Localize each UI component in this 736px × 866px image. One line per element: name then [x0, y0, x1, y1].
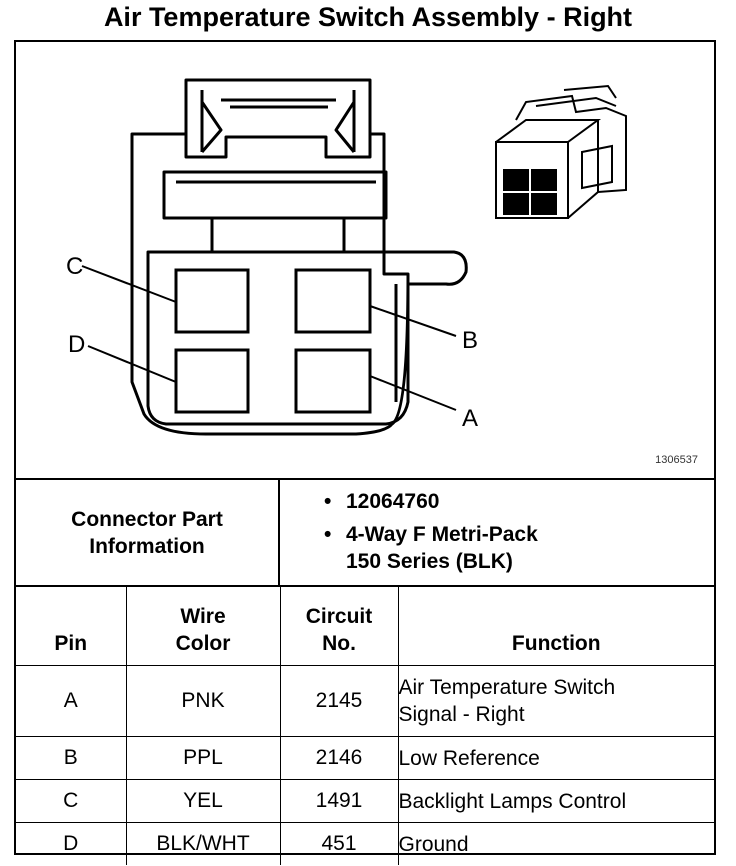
connector-figure: C D B A 1306537	[16, 42, 714, 476]
pin-table: Pin Wire Color Circuit No. Function A PN…	[16, 587, 714, 865]
function-cell: Air Temperature Switch Signal - Right	[397, 665, 714, 737]
connector-drawing: C D B A	[66, 78, 627, 436]
leader-a	[369, 375, 457, 411]
cavity-a	[294, 348, 372, 414]
circuit-cell: 2146	[279, 736, 399, 780]
figure-code: 1306537	[655, 454, 698, 466]
callout-c: C	[66, 253, 83, 280]
pin-cell: C	[16, 779, 127, 823]
header-function: Function	[397, 587, 714, 666]
connector-info-label-text: Connector Part Information	[71, 507, 223, 558]
wire-color-cell: PPL	[125, 736, 281, 780]
function-line: Signal - Right	[398, 703, 525, 726]
info-item: • 4-Way F Metri-Pack 150 Series (BLK)	[316, 521, 538, 575]
circuit-cell: 2145	[279, 665, 399, 737]
pin-cell: A	[16, 665, 127, 737]
callout-d: D	[68, 331, 85, 358]
cavity-c	[174, 268, 250, 334]
table-row: B PPL 2146 Low Reference	[16, 736, 714, 780]
connector-info-list: • 12064760 • 4-Way F Metri-Pack 150 Seri…	[316, 488, 538, 575]
header-circuit-no: Circuit No.	[279, 587, 399, 666]
page-title: Air Temperature Switch Assembly - Right	[103, 2, 633, 32]
connector-type: 4-Way F Metri-Pack	[346, 523, 538, 546]
circuit-cell: 1491	[279, 779, 399, 823]
connector-series: 150 Series (BLK)	[346, 550, 513, 573]
info-item: • 12064760	[316, 488, 538, 515]
leader-c	[81, 265, 177, 303]
cavity-d	[174, 348, 250, 414]
function-cell: Low Reference	[397, 736, 714, 780]
diagram-frame: C D B A 1306537 Connec	[14, 40, 716, 865]
table-row: A PNK 2145 Air Temperature Switch Signal…	[16, 665, 714, 737]
header-pin: Pin	[16, 587, 127, 666]
connector-iso-view	[495, 84, 627, 219]
connector-part-information: Connector Part Information • 12064760 • …	[16, 478, 714, 587]
bullet: •	[324, 490, 332, 513]
connector-info-label: Connector Part Information	[16, 480, 280, 585]
connector-latch	[184, 80, 372, 159]
leader-d	[87, 345, 177, 383]
part-number: 12064760	[346, 490, 440, 513]
bullet: •	[324, 523, 332, 546]
leader-b	[369, 305, 457, 337]
table-header-row: Pin Wire Color Circuit No. Function	[16, 587, 714, 666]
header-wire-color: Wire Color	[125, 587, 281, 666]
connector-face	[146, 250, 468, 426]
wire-color-cell: BLK/WHT	[125, 822, 281, 865]
table-row: C YEL 1491 Backlight Lamps Control	[16, 779, 714, 823]
function-cell: Backlight Lamps Control	[397, 779, 714, 823]
cavity-b	[294, 268, 372, 334]
callout-b: B	[462, 327, 478, 354]
pin-cell: D	[16, 822, 127, 865]
circuit-cell: 451	[279, 822, 399, 865]
table-row: D BLK/WHT 451 Ground	[16, 822, 714, 865]
pin-cell: B	[16, 736, 127, 780]
wire-color-cell: PNK	[125, 665, 281, 737]
callout-a: A	[462, 405, 478, 432]
function-cell: Ground	[397, 822, 714, 865]
function-line: Air Temperature Switch	[398, 676, 616, 699]
wire-color-cell: YEL	[125, 779, 281, 823]
